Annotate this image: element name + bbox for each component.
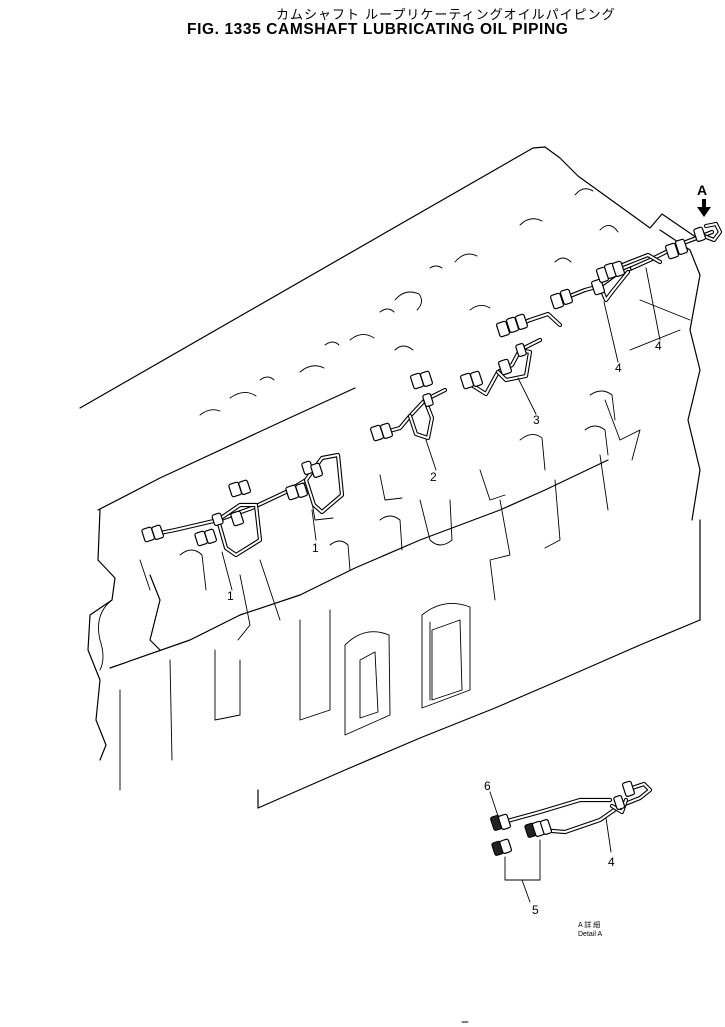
view-marker-a: A bbox=[697, 182, 711, 217]
callout-4a: 4 bbox=[615, 361, 622, 375]
detail-caption-japanese: A 詳 細 bbox=[578, 920, 600, 929]
pipe-fittings bbox=[141, 226, 706, 547]
callout-4c: 4 bbox=[608, 855, 615, 869]
figure-title: FIG. 1335 CAMSHAFT LUBRICATING OIL PIPIN… bbox=[187, 21, 569, 38]
detail-caption-english: Detail A bbox=[578, 931, 602, 938]
callout-1b: 1 bbox=[312, 541, 319, 555]
oil-piping-main bbox=[147, 221, 723, 558]
callout-5: 5 bbox=[532, 903, 539, 917]
japanese-title: カムシャフト ループリケーティングオイルパイピング bbox=[276, 8, 616, 23]
callout-3: 3 bbox=[533, 413, 540, 427]
detail-a-drawing bbox=[489, 780, 653, 903]
callout-2: 2 bbox=[430, 470, 437, 484]
callout-leaders bbox=[221, 267, 661, 591]
down-arrow-icon bbox=[697, 199, 711, 217]
callout-4b: 4 bbox=[655, 339, 662, 353]
callout-6: 6 bbox=[484, 779, 491, 793]
view-marker-label: A bbox=[697, 182, 707, 198]
engine-block bbox=[79, 146, 701, 809]
callout-1a: 1 bbox=[227, 589, 234, 603]
